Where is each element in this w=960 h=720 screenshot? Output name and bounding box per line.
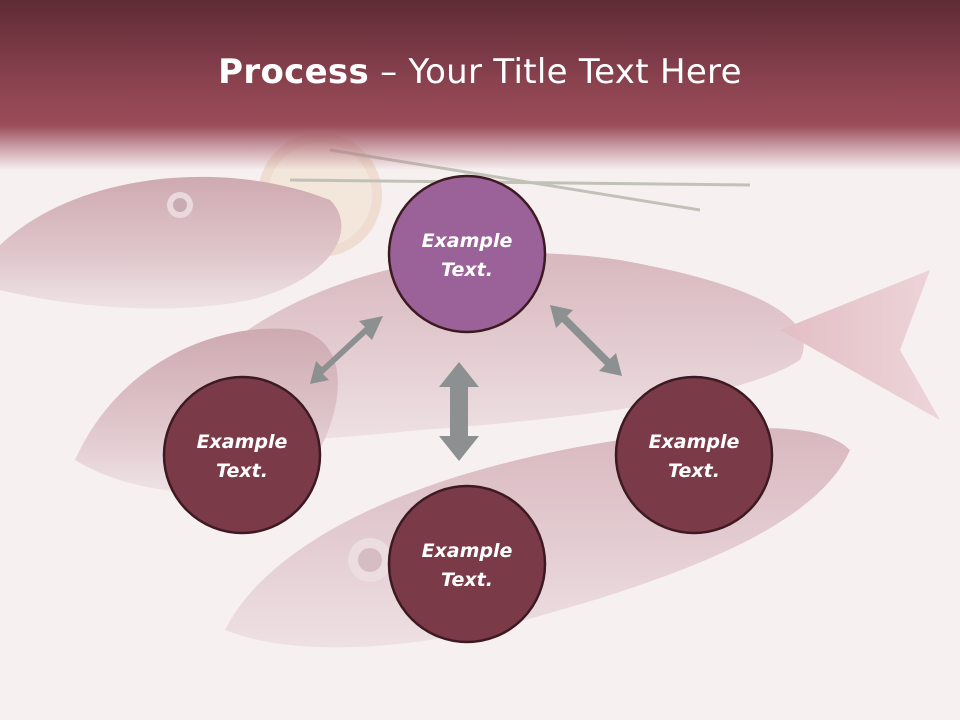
- title-bold: Process: [218, 52, 370, 92]
- node-left-line1: Example: [197, 431, 288, 453]
- node-left-circle: [162, 375, 322, 535]
- node-bottom-line2: Text.: [441, 569, 493, 591]
- node-bottom-circle: [387, 484, 547, 644]
- arrow-top-right: [550, 305, 622, 376]
- node-bottom-line1: Example: [422, 540, 513, 562]
- title-dash: –: [369, 52, 409, 92]
- node-right: Example Text.: [614, 375, 774, 535]
- node-bottom: Example Text.: [387, 484, 547, 644]
- node-left: Example Text.: [162, 375, 322, 535]
- fish-top-left: [0, 176, 342, 309]
- title-rest: Your Title Text Here: [408, 52, 742, 92]
- header-band: [0, 0, 960, 170]
- node-right-circle: [614, 375, 774, 535]
- node-left-line2: Text.: [216, 460, 268, 482]
- node-top: Example Text.: [387, 174, 547, 334]
- arrow-vertical: [439, 362, 479, 461]
- node-top-line1: Example: [422, 230, 513, 252]
- slide-title: Process – Your Title Text Here: [0, 52, 960, 92]
- arrow-top-left: [310, 316, 383, 384]
- node-top-circle: [387, 174, 547, 334]
- node-right-line1: Example: [649, 431, 740, 453]
- node-top-line2: Text.: [441, 259, 493, 281]
- node-right-line2: Text.: [668, 460, 720, 482]
